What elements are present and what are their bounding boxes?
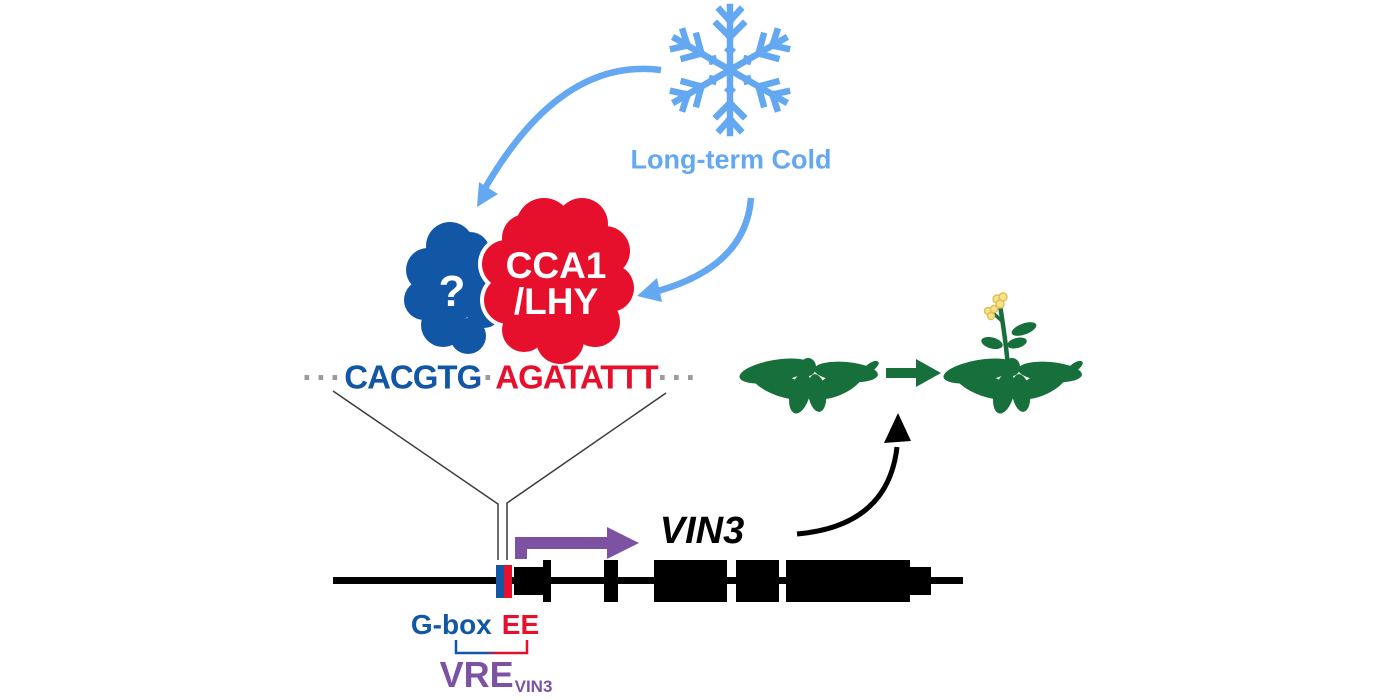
g-box-sequence: CACGTG bbox=[344, 358, 482, 396]
vre-label-subscript: VIN3 bbox=[514, 677, 553, 696]
cold-to-cca1-arrow bbox=[637, 197, 755, 302]
flower-cluster bbox=[983, 292, 1008, 321]
vegetative-plant-icon bbox=[737, 353, 881, 416]
gene-diagram bbox=[333, 560, 963, 602]
evening-element-sequence: AGATATTT bbox=[495, 358, 658, 396]
cold-to-complex-arrow bbox=[477, 65, 662, 207]
zoom-funnel-lines bbox=[332, 390, 667, 560]
g-box-site-mark bbox=[496, 565, 504, 598]
exon-boxes bbox=[514, 560, 931, 602]
sequence-mid-dot: · bbox=[483, 358, 494, 396]
vre-label-main: VRE bbox=[439, 654, 514, 695]
cis-element-labels: G-box EE bbox=[411, 611, 539, 639]
transcription-start-arrow bbox=[515, 527, 639, 559]
ee-site-mark bbox=[504, 565, 512, 598]
flowering-induction-arrow bbox=[796, 413, 911, 537]
cca1-label-line1: CCA1 bbox=[505, 245, 607, 286]
flowering-plant-icon bbox=[941, 292, 1085, 416]
ee-label: EE bbox=[501, 609, 540, 640]
vre-label: VREVIN3 bbox=[439, 654, 553, 696]
sequence-right-dots: ··· bbox=[657, 358, 700, 396]
cca1-lhy-protein-blob bbox=[482, 198, 634, 364]
plant-transition-arrow bbox=[886, 359, 941, 387]
long-term-cold-label: Long-term Cold bbox=[630, 144, 832, 175]
sequence-left-dots: ··· bbox=[302, 358, 345, 396]
gene-name-label: VIN3 bbox=[659, 510, 745, 552]
vre-bracket bbox=[454, 640, 529, 655]
g-box-label: G-box bbox=[410, 609, 492, 640]
cca1-lhy-label: CCA1 /LHY bbox=[505, 245, 607, 322]
promoter-sequence: ···CACGTG·AGATATTT··· bbox=[302, 361, 699, 394]
unknown-factor-label: ? bbox=[438, 267, 466, 316]
cca1-label-line2: /LHY bbox=[513, 281, 599, 322]
snowflake-icon bbox=[669, 7, 791, 133]
